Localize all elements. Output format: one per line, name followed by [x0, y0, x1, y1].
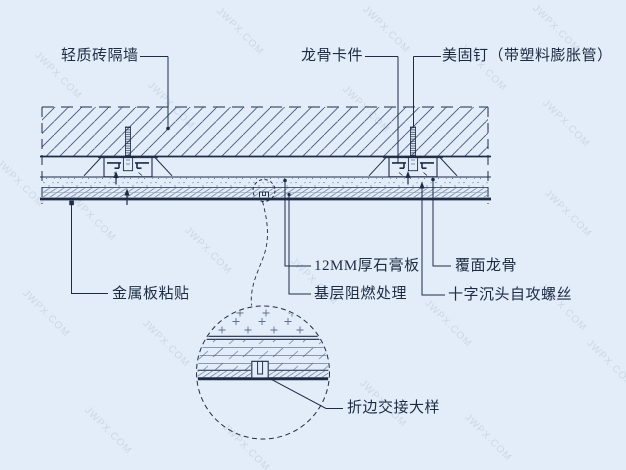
leader-lines [69, 56, 451, 409]
label-gypsum-board: 12MM厚石膏板 [314, 258, 420, 274]
label-partition-wall: 轻质砖隔墙 [61, 48, 139, 64]
label-base-fire: 基层阻燃处理 [314, 286, 408, 302]
label-expansion-nail: 美固钉（带塑料膨胀管） [442, 48, 613, 64]
label-keel-clip: 龙骨卡件 [301, 48, 364, 64]
gypsum-board-layer [42, 177, 488, 188]
label-fold-detail: 折边交接大样 [347, 400, 441, 416]
detail-connector-line [250, 201, 268, 306]
leader-detail [265, 376, 343, 409]
leader-gypsum [284, 181, 311, 267]
label-facing-keel: 覆面龙骨 [455, 258, 518, 274]
label-screw: 十字沉头自攻螺丝 [448, 287, 573, 303]
detail-circle-large [196, 305, 330, 440]
detail-circle-small [252, 179, 276, 202]
folded-edge-seam [251, 360, 269, 378]
leader-base-fire [288, 195, 311, 295]
leader-keel-clip [365, 56, 399, 164]
plaster-plus-marks [206, 309, 318, 334]
leader-wall [140, 56, 169, 127]
leader-facing-keel [432, 180, 451, 267]
leader-nail [413, 56, 441, 127]
leader-screw [421, 187, 445, 296]
leader-metal-paste [71, 205, 108, 294]
self-tapping-screws [113, 171, 425, 205]
label-metal-paste: 金属板粘贴 [112, 286, 190, 302]
